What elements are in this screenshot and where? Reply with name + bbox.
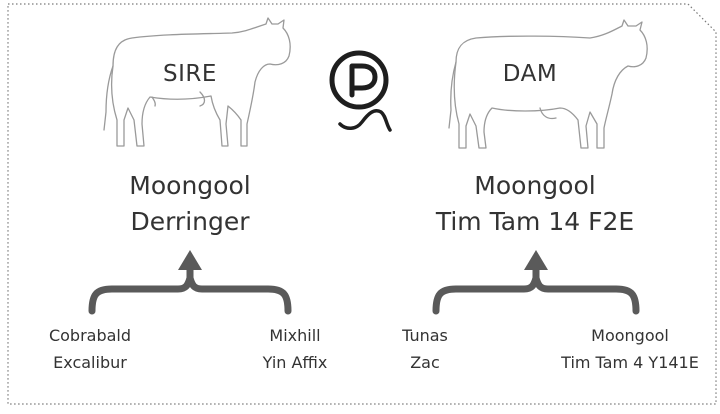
- sire-brace-arrow: [88, 264, 292, 315]
- sire-name-line1: Moongool: [129, 171, 251, 200]
- dam-cow-icon: [448, 19, 648, 149]
- dam-arrow-head: [524, 250, 548, 270]
- dam-brace-arrow: [432, 264, 640, 315]
- sire-parent2-line2: Yin Affix: [262, 353, 328, 372]
- dam-label: DAM: [502, 61, 558, 87]
- sire-parent2-line1: Mixhill: [269, 326, 321, 345]
- polled-symbol-icon: [329, 50, 392, 132]
- dam-name-line2: Tim Tam 14 F2E: [435, 207, 635, 236]
- dam-parent1-line2: Zac: [410, 353, 440, 372]
- sire-parent1-line1: Cobrabald: [48, 326, 132, 345]
- sire-parent1-line2: Excalibur: [53, 353, 127, 372]
- dam-parent1-line1: Tunas: [402, 326, 448, 345]
- dam-name-line1: Moongool: [474, 171, 596, 200]
- dam-parent2-line1: Moongool: [591, 326, 669, 345]
- sire-label: SIRE: [163, 61, 217, 87]
- sire-bull-icon: [103, 17, 291, 147]
- sire-name-line2: Derringer: [130, 207, 250, 236]
- dam-parent2-line2: Tim Tam 4 Y141E: [561, 353, 699, 372]
- sire-arrow-head: [178, 250, 202, 270]
